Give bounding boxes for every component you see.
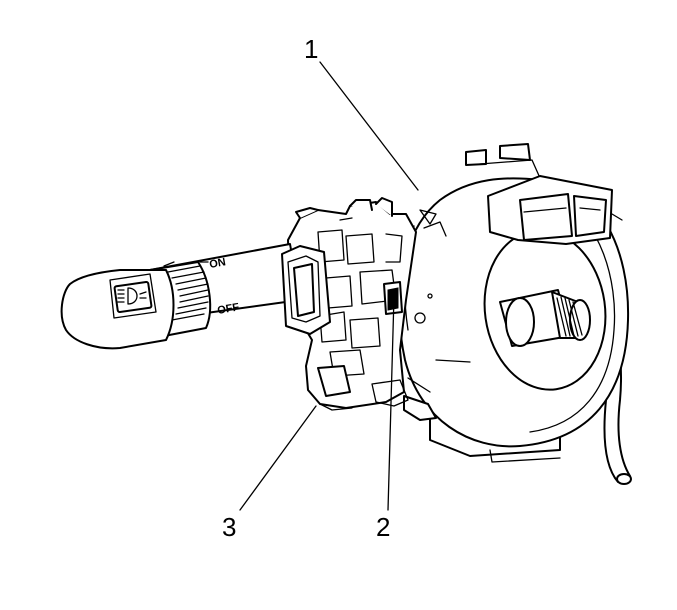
fog-lamp-icon <box>113 281 153 313</box>
callout-1: 1 <box>304 34 318 64</box>
clockspring-assembly <box>398 143 630 463</box>
callout-leaders <box>239 61 419 511</box>
lever-off-label: OFF <box>216 301 240 317</box>
lever-on-label: ON <box>208 256 226 271</box>
leader-line-2 <box>387 295 395 511</box>
callout-2: 2 <box>376 512 390 542</box>
callout-3: 3 <box>222 512 236 542</box>
headlamp-lever: ON OFF <box>60 243 331 350</box>
leader-line-1 <box>319 61 419 191</box>
leader-line-3 <box>239 405 317 511</box>
